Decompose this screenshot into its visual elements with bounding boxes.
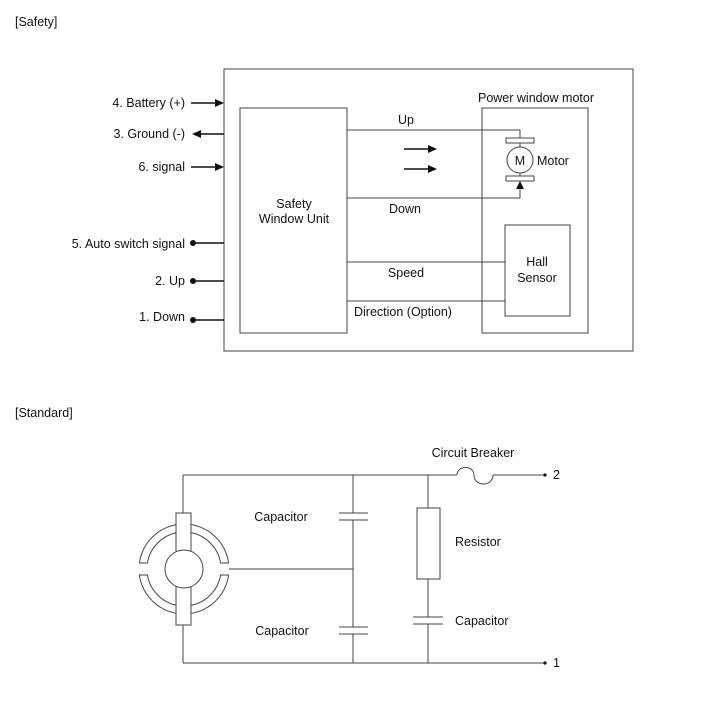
pin-ground-arrow-icon xyxy=(192,130,224,138)
dc-motor-icon xyxy=(138,475,353,663)
pin-signal-label: 6. signal xyxy=(138,160,185,174)
capacitor-bottom-label: Capacitor xyxy=(255,624,309,638)
pin-up-terminal-icon xyxy=(190,278,224,284)
capacitor-right-icon xyxy=(413,616,443,625)
safety-window-unit-label-1: Safety xyxy=(276,197,312,211)
hall-sensor-label-2: Sensor xyxy=(517,271,557,285)
speed-line-label: Speed xyxy=(388,266,424,280)
safety-window-unit-box xyxy=(239,107,348,334)
circuit-breaker-icon xyxy=(456,467,494,485)
pin-down-terminal-icon xyxy=(190,317,224,323)
capacitor-bottom-icon xyxy=(339,626,368,635)
standard-section-title: [Standard] xyxy=(15,406,73,420)
pin-auto-switch-label: 5. Auto switch signal xyxy=(72,237,185,251)
terminal-2-label: 2 xyxy=(553,468,560,482)
direction-line-label: Direction (Option) xyxy=(354,305,452,319)
hall-sensor-box xyxy=(504,224,571,317)
pin-down-label: 1. Down xyxy=(139,310,185,324)
pin-signal-arrow-icon xyxy=(191,163,224,171)
direction-arrow-icon xyxy=(404,165,437,173)
down-line-label: Down xyxy=(389,202,421,216)
resistor-icon xyxy=(416,507,441,580)
hall-sensor-label-1: Hall xyxy=(526,255,548,269)
direction-arrow-icon xyxy=(404,145,437,153)
terminal-1-label: 1 xyxy=(553,656,560,670)
terminal-2-dot xyxy=(543,473,547,477)
pin-battery-arrow-icon xyxy=(191,99,224,107)
capacitor-right-label: Capacitor xyxy=(455,614,509,628)
pin-battery-label: 4. Battery (+) xyxy=(112,96,185,110)
circuit-breaker-label: Circuit Breaker xyxy=(432,446,515,460)
motor-symbol-label: M xyxy=(515,154,525,168)
motor-label: Motor xyxy=(537,154,569,168)
pin-ground-label: 3. Ground (-) xyxy=(113,127,185,141)
terminal-1-dot xyxy=(543,661,547,665)
capacitor-top-icon xyxy=(339,512,368,521)
down-line xyxy=(347,188,521,199)
up-line-label: Up xyxy=(398,113,414,127)
up-line xyxy=(347,129,521,138)
motor-icon xyxy=(505,137,535,182)
resistor-label: Resistor xyxy=(455,535,501,549)
capacitor-top-label: Capacitor xyxy=(254,510,308,524)
safety-section-title: [Safety] xyxy=(15,15,57,29)
down-arrow-icon xyxy=(516,181,524,189)
safety-window-unit-label-2: Window Unit xyxy=(259,212,330,226)
pin-up-label: 2. Up xyxy=(155,274,185,288)
pin-auto-switch-terminal-icon xyxy=(190,240,224,246)
power-window-motor-label: Power window motor xyxy=(478,91,594,105)
